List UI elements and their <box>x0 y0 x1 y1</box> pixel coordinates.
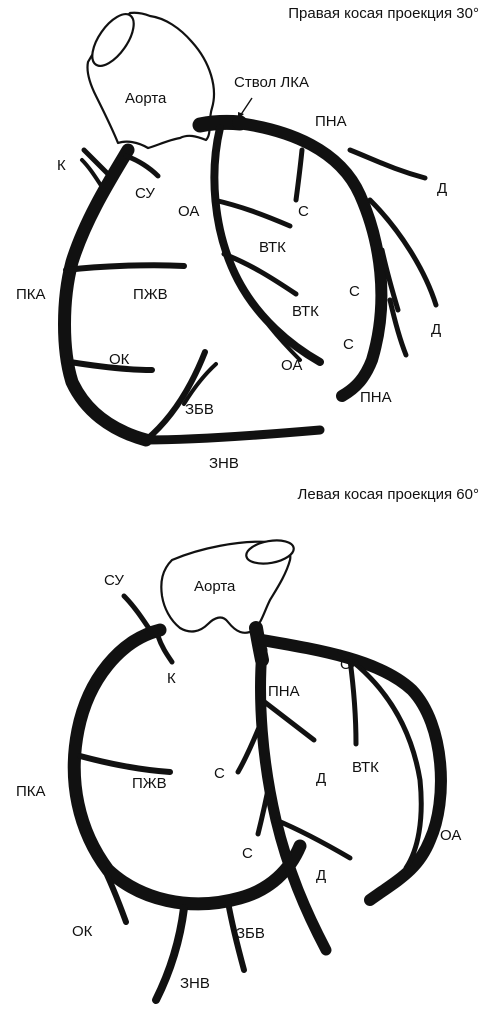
top-label-vtk1: ВТК <box>259 239 286 256</box>
bottom-label-rca: ПКА <box>16 783 46 800</box>
bottom-panel-title: Левая косая проекция 60° <box>298 486 479 503</box>
top-label-oa: ОА <box>178 203 199 220</box>
top-zbv-vessel <box>146 352 205 440</box>
bottom-label-d1: Д <box>316 770 326 787</box>
bottom-label-lad: ПНА <box>268 683 300 700</box>
bottom-d1-vessel <box>262 700 314 740</box>
top-panel: Аорта Ствол ЛКА ПНА К СУ ОА С Д ПКА ВТК … <box>16 7 447 472</box>
top-label-ok: ОК <box>109 351 130 368</box>
top-label-conus: К <box>57 157 66 174</box>
bottom-pzhv-vessel <box>80 756 170 772</box>
bottom-conus-vessel <box>158 636 172 662</box>
bottom-label-zbv: ЗБВ <box>236 925 265 942</box>
bottom-label-pzhv: ПЖВ <box>132 775 167 792</box>
top-label-lad-top: ПНА <box>315 113 347 130</box>
top-label-rca: ПКА <box>16 286 46 303</box>
bottom-label-oa-top: ОА <box>340 656 361 673</box>
top-panel-title: Правая косая проекция 30° <box>288 5 479 22</box>
bottom-label-su: СУ <box>104 572 124 589</box>
top-su-vessel <box>126 156 158 176</box>
top-label-s1: С <box>298 203 309 220</box>
top-label-d2: Д <box>431 321 441 338</box>
bottom-label-s2: С <box>242 845 253 862</box>
top-znv-vessel <box>146 430 320 440</box>
bottom-su-vessel <box>124 596 150 630</box>
top-label-su: СУ <box>135 185 155 202</box>
bottom-label-aorta: Аорта <box>194 578 236 595</box>
bottom-label-vtk: ВТК <box>352 759 379 776</box>
bottom-panel: СУ Аорта ОА К ПНА ПКА ПЖВ С Д ВТК ОА С Д… <box>16 537 461 1000</box>
top-label-s2: С <box>349 283 360 300</box>
bottom-label-s1: С <box>214 765 225 782</box>
bottom-label-conus: К <box>167 670 176 687</box>
top-pzhv-vessel <box>66 265 184 270</box>
top-label-zbv: ЗБВ <box>185 401 214 418</box>
top-label-pzhv: ПЖВ <box>133 286 168 303</box>
top-label-znv: ЗНВ <box>209 455 239 472</box>
top-label-lad-bottom: ПНА <box>360 389 392 406</box>
top-vtk1-vessel <box>214 200 290 226</box>
top-label-vtk2: ВТК <box>292 303 319 320</box>
bottom-label-d2: Д <box>316 867 326 884</box>
top-label-d1: Д <box>437 180 447 197</box>
top-label-s3: С <box>343 336 354 353</box>
bottom-label-ok: ОК <box>72 923 93 940</box>
bottom-label-oa-right: ОА <box>440 827 461 844</box>
top-s1-vessel <box>296 150 302 200</box>
top-label-oa-bottom: ОА <box>281 357 302 374</box>
top-label-aorta: Аорта <box>125 90 167 107</box>
top-d1-vessel <box>350 150 425 178</box>
bottom-label-znv: ЗНВ <box>180 975 210 992</box>
top-label-lmca: Ствол ЛКА <box>234 74 309 91</box>
